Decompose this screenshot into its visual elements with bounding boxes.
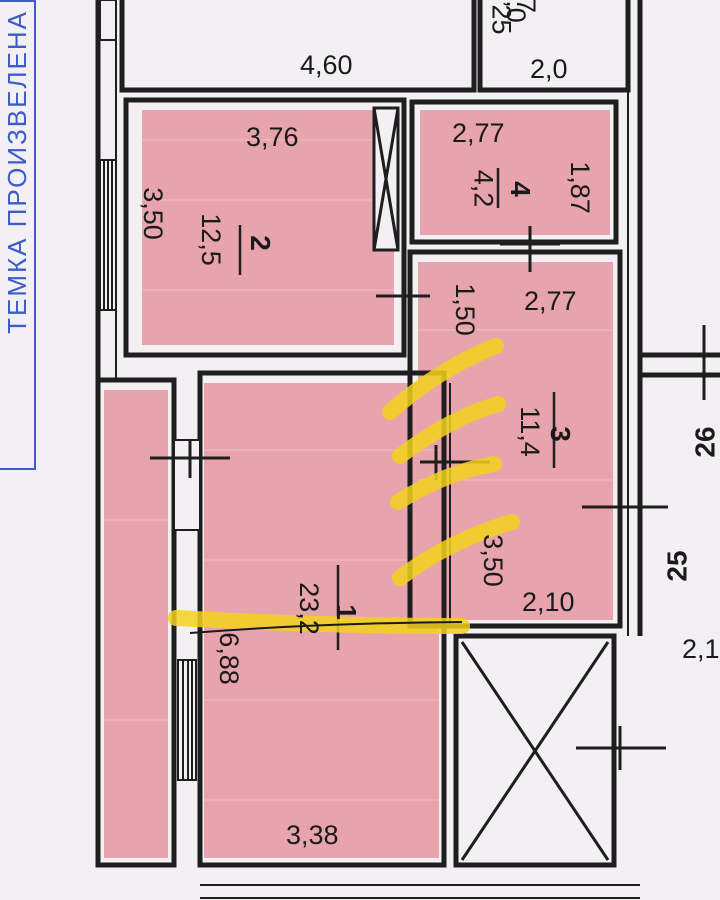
room-1-width-label: 3,38 [286,820,339,850]
room-1-length-label: 6,88 [213,632,244,685]
partial-side-label: 25 [486,4,517,35]
room-4-area: 4,2 [468,169,499,208]
room-3-niche-label: 1,50 [449,283,480,336]
room-3-depth-label: 3,50 [477,534,508,587]
room-4-walls [409,99,619,245]
corridor-width-label: 4,60 [300,50,353,80]
room-3-width-bottom-label: 2,10 [522,587,575,617]
fraction-bars [238,168,556,650]
wall-25-label: 25 [661,550,693,582]
wall-26-label: 26 [689,426,720,458]
room-2-width-label: 3,76 [246,122,299,152]
room-2-number: 2 [244,235,276,251]
room-4-depth-label: 1,87 [564,161,595,214]
room-4-fill [420,110,610,235]
tick-marks [150,226,720,770]
room-1-area: 23,2 [293,582,324,635]
room-2-depth-label: 3,50 [137,187,168,240]
right-partial-label: 2,1 [682,634,720,664]
room-3-number: 3 [544,426,576,442]
windows [99,0,201,781]
stamp-text: ТЕМКА ПРОИЗВЕЛЕНА [2,10,32,334]
bath-walls [453,633,617,868]
stamp-box: ТЕМКА ПРОИЗВЕЛЕНА [0,0,36,470]
room-2-area: 12,5 [195,213,226,266]
room-2-fill [142,110,394,345]
room-1-number: 1 [330,604,362,620]
right-width-label: 2,0 [530,54,568,84]
bath-cross [460,641,610,861]
pen-line [189,621,463,634]
room-2-walls [123,97,407,358]
balcony-fill [104,390,168,858]
room-3-area: 11,4 [514,406,545,457]
top-corridor-walls [119,0,477,93]
room-4-number: 4 [504,181,536,197]
room-3-width-top-label: 2,77 [524,286,577,316]
room-4-width-label: 2,77 [452,118,505,148]
highlighter-marks [168,338,520,634]
shaft [372,106,400,252]
